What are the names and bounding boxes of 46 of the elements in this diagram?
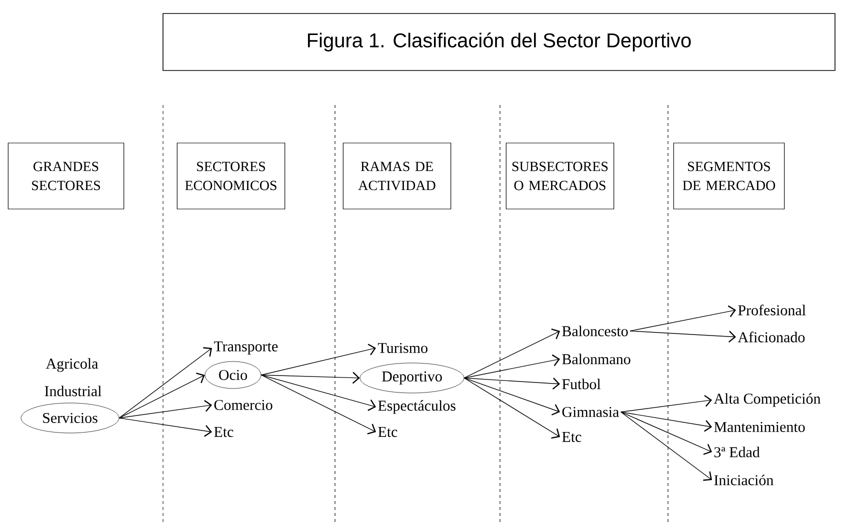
ellipse-node: Deportivo bbox=[360, 362, 464, 394]
ellipse-node: Ocio bbox=[204, 361, 262, 389]
arrow bbox=[464, 328, 560, 378]
arrow bbox=[620, 412, 712, 481]
item-text: Baloncesto bbox=[562, 326, 628, 336]
arrow bbox=[118, 418, 212, 437]
arrow bbox=[260, 372, 360, 384]
item-text: Iniciación bbox=[714, 474, 774, 486]
arrow bbox=[260, 344, 376, 376]
header-box: GRANDES SECTORES bbox=[8, 142, 124, 210]
arrow bbox=[118, 347, 212, 418]
item-text: Futbol bbox=[562, 378, 601, 390]
arrow bbox=[464, 378, 560, 390]
ellipse-node: Servicios bbox=[20, 402, 120, 434]
arrow bbox=[464, 378, 560, 439]
arrow bbox=[118, 372, 205, 418]
header-box: RAMAS DE ACTIVIDAD bbox=[342, 142, 452, 210]
item-text: Mantenimiento bbox=[714, 422, 805, 432]
item-text: Etc bbox=[562, 432, 582, 442]
arrow bbox=[630, 330, 736, 343]
item-text: Gimnasia bbox=[562, 406, 619, 418]
header-box: SECTORES ECONOMICOS bbox=[176, 142, 286, 210]
label-text: Agricola bbox=[46, 358, 98, 372]
item-text: Etc bbox=[214, 427, 234, 437]
item-text: Espectáculos bbox=[378, 400, 456, 414]
arrow bbox=[630, 305, 736, 332]
arrow bbox=[620, 412, 712, 455]
item-text: 3ª Edad bbox=[714, 446, 760, 458]
arrow bbox=[464, 354, 560, 378]
arrow bbox=[260, 374, 376, 434]
title-box: Figura 1. Clasificación del Sector Deportivo bbox=[162, 13, 836, 71]
item-text: Etc bbox=[378, 427, 398, 437]
header-box: SUBSECTORES O MERCADOS bbox=[506, 142, 614, 210]
item-text: Transporte bbox=[214, 342, 278, 354]
item-text: Comercio bbox=[214, 400, 272, 410]
arrow bbox=[620, 412, 712, 432]
arrow bbox=[620, 394, 712, 412]
arrow bbox=[464, 378, 560, 416]
arrow bbox=[118, 400, 212, 418]
arrow bbox=[260, 374, 376, 411]
item-text: Aficionado bbox=[738, 332, 805, 342]
header-box: SEGMENTOS DE MERCADO bbox=[673, 142, 785, 210]
item-text: Balonmano bbox=[562, 354, 630, 364]
item-text: Alta Competición bbox=[714, 393, 821, 407]
item-text: Profesional bbox=[738, 304, 806, 316]
item-text: Turismo bbox=[378, 342, 428, 354]
